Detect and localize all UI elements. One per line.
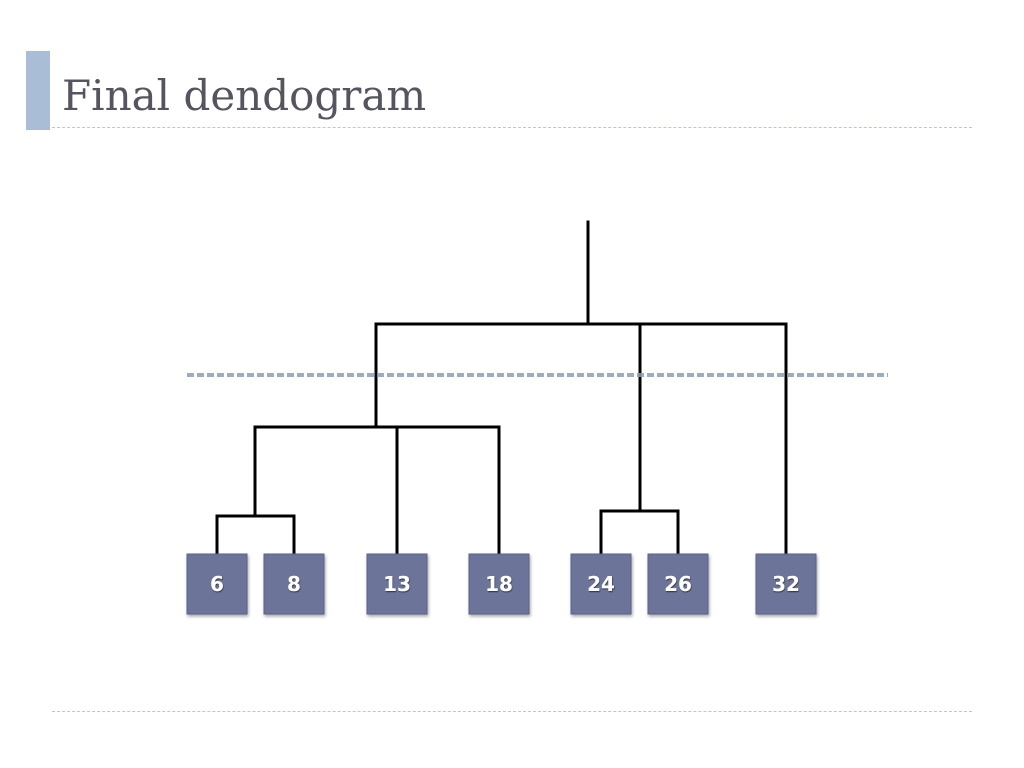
leaf-label: 6	[210, 572, 224, 596]
leaf-node: 18	[468, 553, 530, 615]
leaf-node: 26	[647, 553, 709, 615]
slide-title: Final dendogram	[62, 71, 427, 120]
footer-divider	[52, 711, 972, 712]
title-divider	[52, 127, 972, 128]
leaf-box	[263, 553, 325, 615]
leaf-label: 8	[287, 572, 301, 596]
merge-m2	[253, 425, 501, 556]
merge-m3	[599, 509, 680, 556]
leaf-node: 13	[366, 553, 428, 615]
merge-m1	[215, 514, 296, 556]
leaf-box	[755, 553, 817, 615]
dendrogram-leaves: 6 8 13 18 24 26 32	[186, 553, 817, 615]
leaf-label: 26	[664, 572, 692, 596]
leaf-box	[366, 553, 428, 615]
leaf-label: 13	[383, 572, 411, 596]
leaf-box	[186, 553, 248, 615]
leaf-label: 24	[587, 572, 615, 596]
leaf-label: 18	[485, 572, 513, 596]
leaf-box	[468, 553, 530, 615]
leaf-box	[570, 553, 632, 615]
title-accent-bar	[26, 51, 50, 130]
leaf-box	[647, 553, 709, 615]
dendrogram-branches	[215, 220, 788, 556]
merge-root	[374, 220, 788, 556]
leaf-node: 24	[570, 553, 632, 615]
leaf-node: 8	[263, 553, 325, 615]
leaf-node: 32	[755, 553, 817, 615]
leaf-node: 6	[186, 553, 248, 615]
leaf-label: 32	[772, 572, 800, 596]
